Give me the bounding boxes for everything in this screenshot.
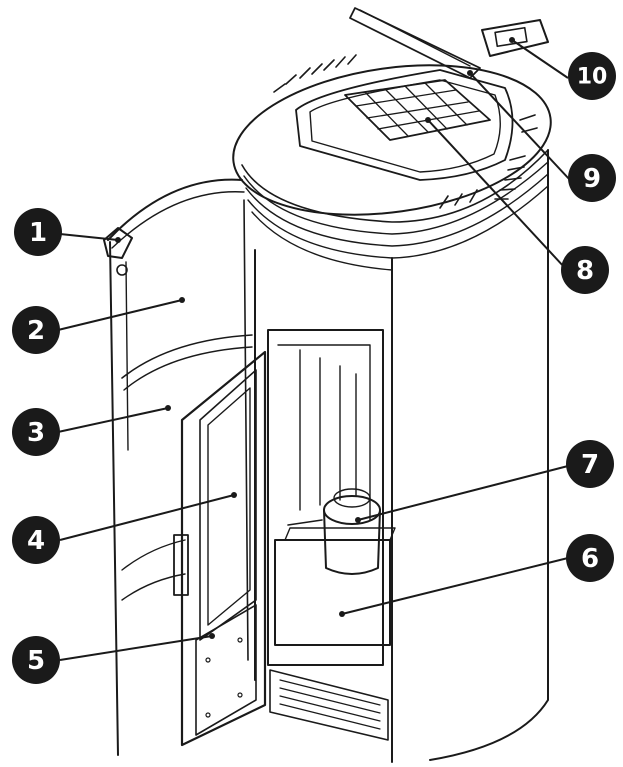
- callout-label: 4: [27, 526, 45, 556]
- callout-1: 1: [14, 208, 62, 256]
- hinge-clip: [103, 227, 133, 276]
- leader-7: [357, 465, 569, 521]
- callout-3: 3: [12, 408, 60, 456]
- callout-5: 5: [12, 636, 60, 684]
- side-panel: [107, 178, 253, 756]
- callout-10: 10: [568, 52, 616, 100]
- callout-9: 9: [568, 154, 616, 202]
- callout-label: 1: [29, 218, 47, 248]
- leader-5: [59, 635, 213, 661]
- leader-10: [511, 39, 569, 79]
- callout-label: 5: [27, 646, 45, 676]
- burn-pot: [287, 488, 381, 575]
- ash-pan: [274, 527, 396, 646]
- leader-1: [59, 233, 119, 241]
- callout-2: 2: [12, 306, 60, 354]
- stove-door: [173, 350, 267, 747]
- callout-4: 4: [12, 516, 60, 564]
- callout-label: 7: [581, 450, 599, 480]
- leader-4: [59, 494, 235, 541]
- leader-9: [469, 72, 571, 181]
- leader-6: [341, 557, 569, 615]
- callout-label: 3: [27, 418, 45, 448]
- callout-label: 8: [576, 256, 594, 286]
- callout-7: 7: [566, 440, 614, 488]
- firebox: [267, 329, 384, 666]
- hopper-grid: [344, 79, 491, 141]
- callout-6: 6: [566, 534, 614, 582]
- callout-8: 8: [561, 246, 609, 294]
- leader-3: [57, 407, 169, 433]
- leader-2: [57, 299, 183, 331]
- callout-label: 6: [581, 544, 599, 574]
- stove-body: [241, 149, 549, 763]
- leader-tips: [115, 37, 515, 639]
- leader-8: [427, 119, 566, 269]
- callout-label: 9: [583, 164, 601, 194]
- callout-label: 2: [27, 316, 45, 346]
- leader-lines: [57, 39, 571, 661]
- callout-label: 10: [577, 65, 608, 90]
- control-panel: [481, 19, 549, 57]
- stove-top-lid: [232, 7, 552, 216]
- lower-grille: [269, 669, 389, 741]
